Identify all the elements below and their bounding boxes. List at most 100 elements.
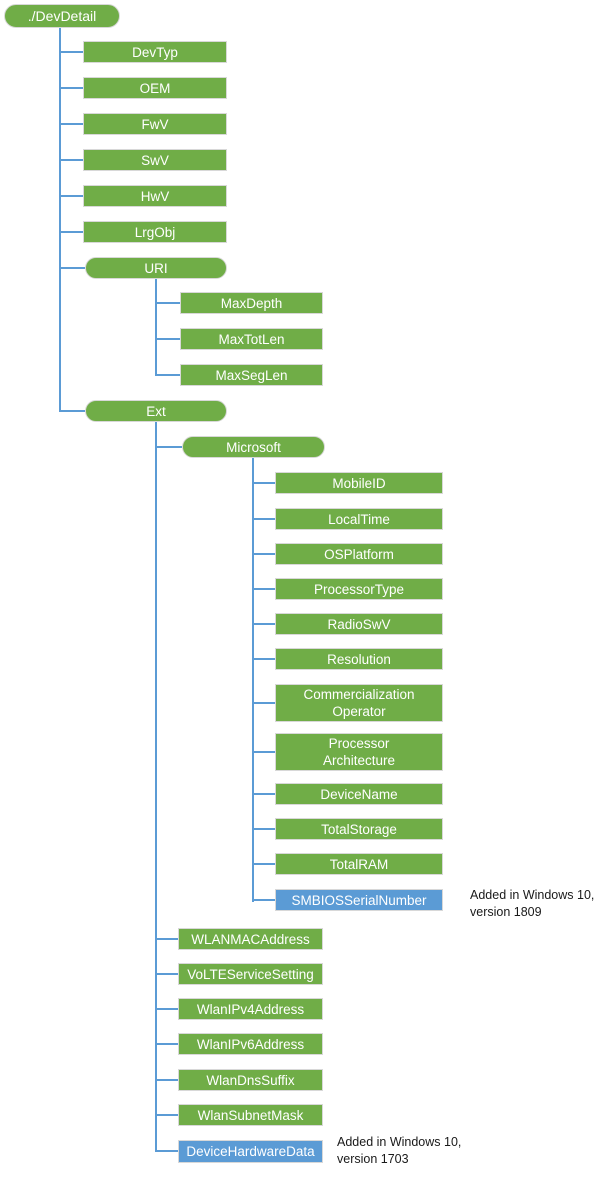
- node-ext: Ext: [85, 400, 227, 422]
- connector-line: [61, 87, 83, 89]
- connector-line: [254, 658, 275, 660]
- connector-line: [254, 751, 275, 753]
- connector-line: [61, 267, 85, 269]
- node-wlandnssuffix: WlanDnsSuffix: [178, 1069, 323, 1091]
- node-label: WLANMACAddress: [191, 931, 310, 947]
- node-devicename: DeviceName: [275, 783, 443, 805]
- connector-line: [252, 458, 254, 902]
- node-fwv: FwV: [83, 113, 227, 135]
- node-label: ProcessorType: [313, 581, 405, 597]
- node-processor-architecture: Processor Architecture: [275, 733, 443, 771]
- connector-line: [157, 938, 178, 940]
- node-osplatform: OSPlatform: [275, 543, 443, 565]
- node-label: LocalTime: [328, 511, 390, 527]
- node-label: MaxTotLen: [218, 331, 285, 347]
- node-radioswv: RadioSwV: [275, 613, 443, 635]
- connector-line: [157, 1008, 178, 1010]
- node-label: WlanSubnetMask: [197, 1107, 304, 1123]
- connector-line: [254, 899, 275, 901]
- connector-line: [155, 422, 157, 1152]
- node-localtime: LocalTime: [275, 508, 443, 530]
- connector-line: [59, 28, 61, 412]
- node-label: Resolution: [327, 651, 391, 667]
- node-oem: OEM: [83, 77, 227, 99]
- connector-line: [254, 623, 275, 625]
- node-label: DeviceHardwareData: [186, 1144, 315, 1159]
- node-wlansubnetmask: WlanSubnetMask: [178, 1104, 323, 1126]
- connector-line: [157, 1079, 178, 1081]
- node-uri: URI: [85, 257, 227, 279]
- connector-line: [61, 410, 85, 412]
- node-totalstorage: TotalStorage: [275, 818, 443, 840]
- connector-line: [61, 51, 83, 53]
- node-microsoft: Microsoft: [182, 436, 325, 458]
- node-label: URI: [144, 260, 168, 276]
- connector-line: [254, 482, 275, 484]
- node-label: ./DevDetail: [27, 7, 97, 24]
- connector-line: [254, 588, 275, 590]
- node-wlanipv4address: WlanIPv4Address: [178, 998, 323, 1020]
- connector-line: [61, 159, 83, 161]
- node-label: SwV: [141, 152, 169, 168]
- node-label: VoLTEServiceSetting: [187, 966, 314, 982]
- annotation-added-windows10-1809: Added in Windows 10, version 1809: [470, 888, 595, 919]
- node-label: OSPlatform: [324, 546, 394, 562]
- connector-line: [254, 518, 275, 520]
- node-label: FwV: [141, 116, 169, 132]
- node-label: Microsoft: [226, 439, 281, 455]
- node-label: WlanIPv6Address: [196, 1036, 305, 1052]
- node-label: Ext: [146, 403, 166, 419]
- annotation-added-windows10-1703: Added in Windows 10, version 1703: [337, 1135, 462, 1166]
- node-maxseglen: MaxSegLen: [180, 364, 323, 386]
- node-label: LrgObj: [134, 224, 176, 240]
- node-lrgobj: LrgObj: [83, 221, 227, 243]
- connector-line: [61, 195, 83, 197]
- node-label: MobileID: [332, 475, 386, 491]
- connector-line: [157, 446, 182, 448]
- node-label: HwV: [140, 188, 170, 204]
- node-label: DeviceName: [320, 786, 398, 802]
- node-maxtotlen: MaxTotLen: [180, 328, 323, 350]
- connector-line: [157, 1150, 178, 1152]
- node-label: TotalRAM: [329, 856, 389, 872]
- node-wlanipv6address: WlanIPv6Address: [178, 1033, 323, 1055]
- connector-line: [157, 302, 180, 304]
- node-totalram: TotalRAM: [275, 853, 443, 875]
- node-hwv: HwV: [83, 185, 227, 207]
- connector-line: [157, 1114, 178, 1116]
- node-commercialization-operator: Commercialization Operator: [275, 684, 443, 722]
- node-devdetail-root: ./DevDetail: [4, 4, 120, 28]
- node-label: Commercialization Operator: [303, 687, 415, 719]
- node-label: MaxDepth: [220, 295, 283, 311]
- connector-line: [155, 279, 157, 376]
- node-volteservicesetting: VoLTEServiceSetting: [178, 963, 323, 985]
- node-label: MaxSegLen: [215, 367, 288, 383]
- connector-line: [61, 123, 83, 125]
- node-wlanmacaddress: WLANMACAddress: [178, 928, 323, 950]
- connector-line: [254, 793, 275, 795]
- connector-line: [254, 828, 275, 830]
- connector-line: [157, 374, 180, 376]
- node-mobileid: MobileID: [275, 472, 443, 494]
- connector-line: [254, 553, 275, 555]
- node-label: WlanIPv4Address: [196, 1001, 305, 1017]
- connector-line: [254, 702, 275, 704]
- connector-line: [157, 1043, 178, 1045]
- node-label: Processor Architecture: [322, 736, 396, 768]
- node-devtyp: DevTyp: [83, 41, 227, 63]
- node-label: TotalStorage: [321, 821, 397, 837]
- node-label: DevTyp: [132, 44, 178, 60]
- node-label: WlanDnsSuffix: [206, 1072, 295, 1088]
- node-label: RadioSwV: [327, 616, 391, 632]
- node-label: OEM: [139, 80, 171, 96]
- node-label: SMBIOSSerialNumber: [291, 892, 427, 908]
- node-smbiosserialnumber: SMBIOSSerialNumber: [275, 889, 443, 911]
- connector-line: [157, 973, 178, 975]
- node-swv: SwV: [83, 149, 227, 171]
- node-resolution: Resolution: [275, 648, 443, 670]
- connector-line: [254, 863, 275, 865]
- node-maxdepth: MaxDepth: [180, 292, 323, 314]
- connector-line: [61, 231, 83, 233]
- node-processortype: ProcessorType: [275, 578, 443, 600]
